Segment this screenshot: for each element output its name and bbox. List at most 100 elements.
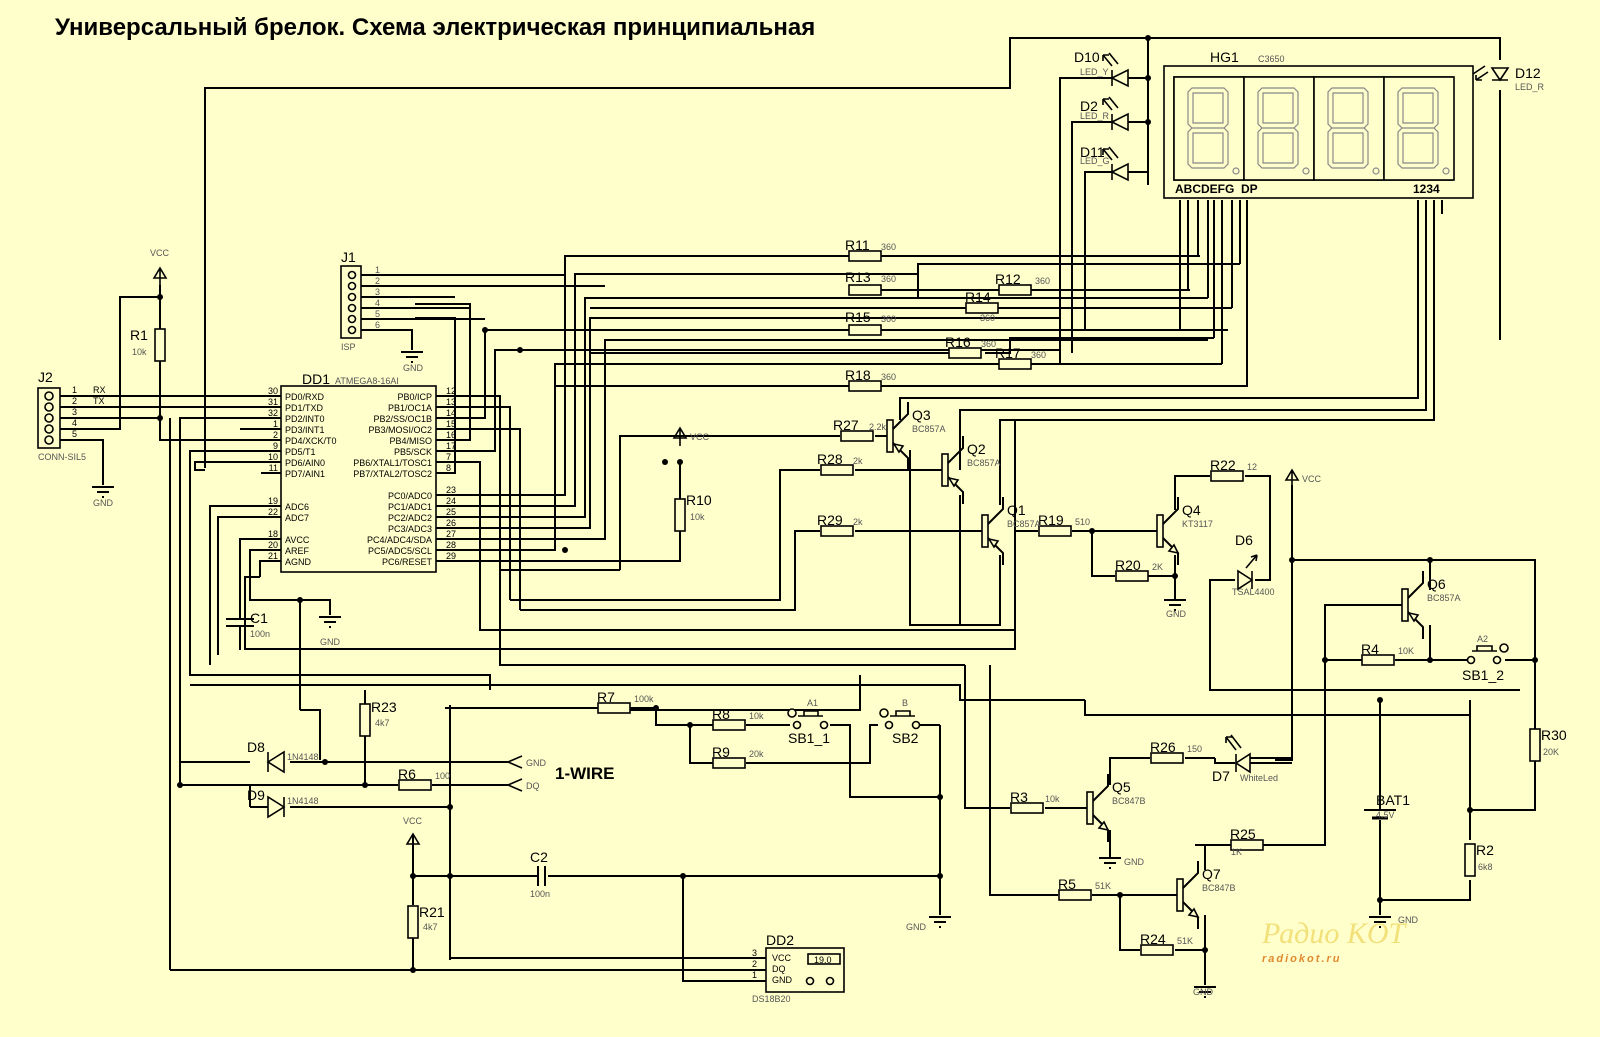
dd1-pin-name: AREF	[285, 546, 310, 556]
dd1-pin-name: PD0/RXD	[285, 392, 325, 402]
resistor-ref: R3	[1010, 789, 1028, 805]
pushbutton-icon	[787, 708, 797, 718]
one-wire-gnd-label: GND	[526, 758, 547, 768]
hg1-digits	[1173, 76, 1455, 181]
d10-part: LED_Y	[1080, 67, 1109, 77]
d8-part: 1N4148	[287, 752, 319, 762]
dd1-pin-num: 16	[446, 430, 456, 440]
gnd-label: GND	[1166, 609, 1187, 619]
dd1-pin-num: 13	[446, 397, 456, 407]
j2-pin	[44, 424, 54, 434]
capacitor-c2: C2 100n	[530, 849, 550, 899]
pushbutton-icon	[1499, 643, 1509, 653]
vcc-label: VCC	[150, 248, 170, 258]
j2-part: CONN-SIL5	[38, 452, 86, 462]
resistor-ref: R30	[1541, 727, 1567, 743]
hg1-part: C3650	[1258, 54, 1285, 64]
dd2-pin-name: GND	[772, 975, 793, 985]
resistor-body	[1010, 802, 1044, 814]
resistor-value: 360	[1035, 276, 1050, 286]
transistors: Q3BC857AQ2BC857AQ1BC857AQ4KT3117Q6BC857A…	[886, 402, 1461, 929]
dd1-pin-name: PC3/ADC3	[388, 524, 432, 534]
segment-outline	[1397, 87, 1439, 169]
resistor-body	[1140, 944, 1174, 956]
dd1-pin-num: 9	[273, 441, 278, 451]
resistor-ref: R22	[1210, 457, 1236, 473]
transistor-base	[1401, 588, 1409, 622]
resistor-ref: R10	[686, 492, 712, 508]
increase-icon	[825, 976, 835, 986]
hg1-digits-label: 1234	[1413, 182, 1440, 196]
resistor-body	[407, 905, 419, 939]
dd1-pin-name: ADC6	[285, 502, 309, 512]
resistor-body	[154, 328, 166, 362]
hg1-segments-label: ABCDEFG DP	[1175, 182, 1258, 196]
resistor-ref: R14	[965, 289, 991, 305]
resistor-body	[674, 498, 686, 532]
d8-ref: D8	[247, 739, 265, 755]
resistor-value: 10k	[132, 347, 147, 357]
diode-d11: D11 LED_G	[1080, 144, 1129, 182]
resistor-body	[712, 719, 746, 731]
transistor-ref: Q1	[1007, 502, 1026, 518]
emitter-arrow-icon	[987, 537, 1000, 549]
gnd-icon	[91, 486, 115, 498]
j2-pin	[44, 391, 54, 401]
resistor-value: 360	[881, 242, 896, 252]
d7-part: WhiteLed	[1240, 773, 1278, 783]
junctions	[157, 35, 1538, 973]
sb2-ref: SB2	[892, 730, 919, 746]
dd1-pin-name: PD4/XCK/T0	[285, 436, 337, 446]
dd1-pin-num: 22	[268, 507, 278, 517]
port-arrow-icon	[505, 778, 523, 792]
port-arrow-icon	[505, 755, 523, 769]
dd1-pin-num: 14	[446, 408, 456, 418]
resistor-body	[820, 525, 854, 537]
resistor-value: 10k	[749, 711, 764, 721]
vcc-symbols: VCC VCC VCC VCC	[150, 248, 1322, 853]
sb1-2-ref: SB1_2	[1462, 667, 1504, 683]
resistor-value: 2K	[1152, 562, 1163, 572]
transistor-ref: Q6	[1427, 576, 1446, 592]
bat1-ref: BAT1	[1376, 792, 1410, 808]
dd1-pin-name: ADC7	[285, 513, 309, 523]
diode-d10: D10 LED_Y	[1074, 49, 1129, 88]
light-emission-icon	[1102, 146, 1119, 161]
transistor-ref: Q7	[1202, 866, 1221, 882]
hg1-ref: HG1	[1210, 49, 1239, 65]
transistor-ref: Q5	[1112, 779, 1131, 795]
transistor-part: BC847B	[1112, 796, 1146, 806]
dd1-pin-name: PC5/ADC5/SCL	[368, 546, 432, 556]
d2-ref: D2	[1080, 98, 1098, 114]
dd1-pin-num: 12	[446, 386, 456, 396]
d7-ref: D7	[1212, 768, 1230, 784]
dd1-pin-num: 23	[446, 485, 456, 495]
dd1-pin-num: 10	[268, 452, 278, 462]
dd1-pin-name: PC4/ADC4/SDA	[367, 535, 432, 545]
dd2-pin-num: 1	[752, 970, 757, 980]
dd1-pin-name: PC0/ADC0	[388, 491, 432, 501]
vcc-icon	[153, 267, 167, 287]
resistor-value: 10k	[1045, 794, 1060, 804]
resistor-body	[1230, 839, 1264, 851]
resistor-value: 10K	[1398, 646, 1414, 656]
c2-value: 100n	[530, 889, 550, 899]
resistor-value: 510	[1075, 517, 1090, 527]
j2-pin	[44, 402, 54, 412]
